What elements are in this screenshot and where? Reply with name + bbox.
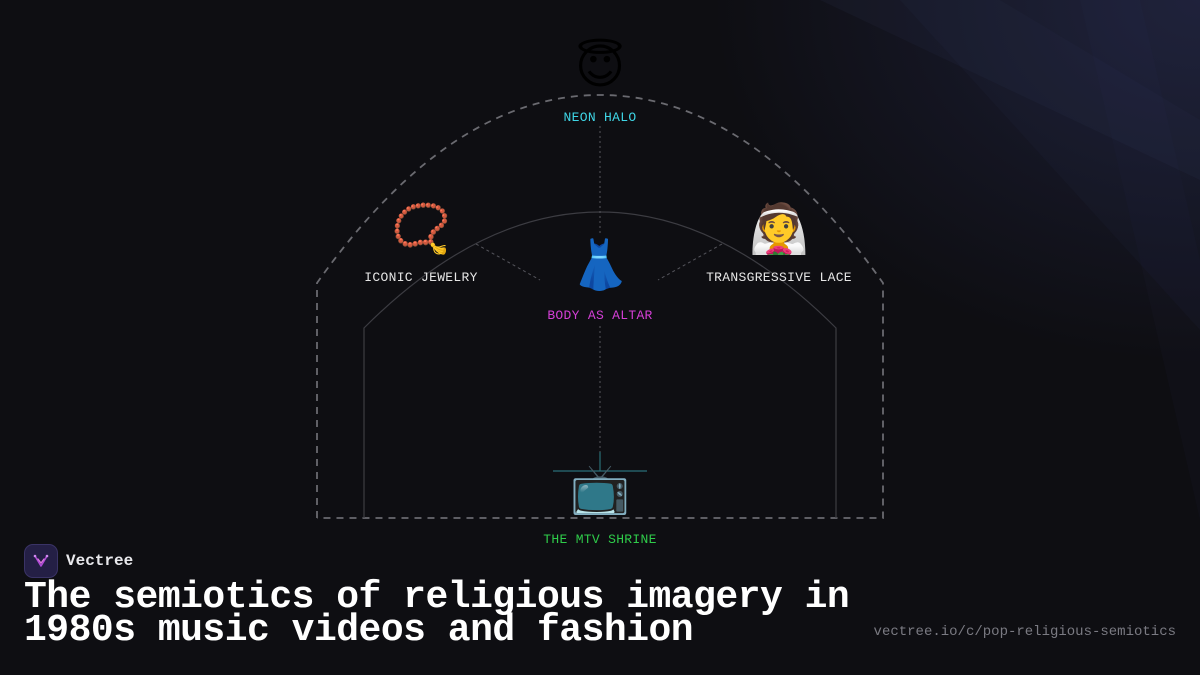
node-transgressive-lace: 👰 TRANSGRESSIVE LACE <box>706 200 852 285</box>
node-label-mtv-shrine: THE MTV SHRINE <box>543 532 657 547</box>
vectree-logo-icon <box>24 544 58 578</box>
page-title: The semiotics of religious imagery in 19… <box>24 576 850 652</box>
node-neon-halo: 😇 NEON HALO <box>564 38 637 125</box>
node-label-body-as-altar: BODY AS ALTAR <box>547 308 653 323</box>
node-label-iconic-jewelry: ICONIC JEWELRY <box>364 270 478 285</box>
dress-icon: 👗 <box>570 237 630 293</box>
connector-lace-body <box>657 243 723 281</box>
prayer-beads-icon: 📿 <box>391 201 451 257</box>
connector-jewelry-body <box>475 243 541 281</box>
node-iconic-jewelry: 📿 ICONIC JEWELRY <box>364 200 477 285</box>
node-label-neon-halo: NEON HALO <box>563 110 637 125</box>
television-icon: 📺 <box>570 461 630 517</box>
outer-arch <box>316 94 884 519</box>
angel-face-icon: 😇 <box>574 39 626 95</box>
node-mtv-shrine: 📺 THE MTV SHRINE <box>543 460 656 547</box>
node-label-transgressive-lace: TRANSGRESSIVE LACE <box>706 270 852 285</box>
bride-with-veil-icon: 👰 <box>749 201 809 257</box>
node-body-as-altar: 👗 BODY AS ALTAR <box>547 236 652 323</box>
source-url[interactable]: vectree.io/c/pop-religious-semiotics <box>873 624 1176 640</box>
brand: Vectree <box>24 544 133 578</box>
brand-name: Vectree <box>66 552 134 570</box>
